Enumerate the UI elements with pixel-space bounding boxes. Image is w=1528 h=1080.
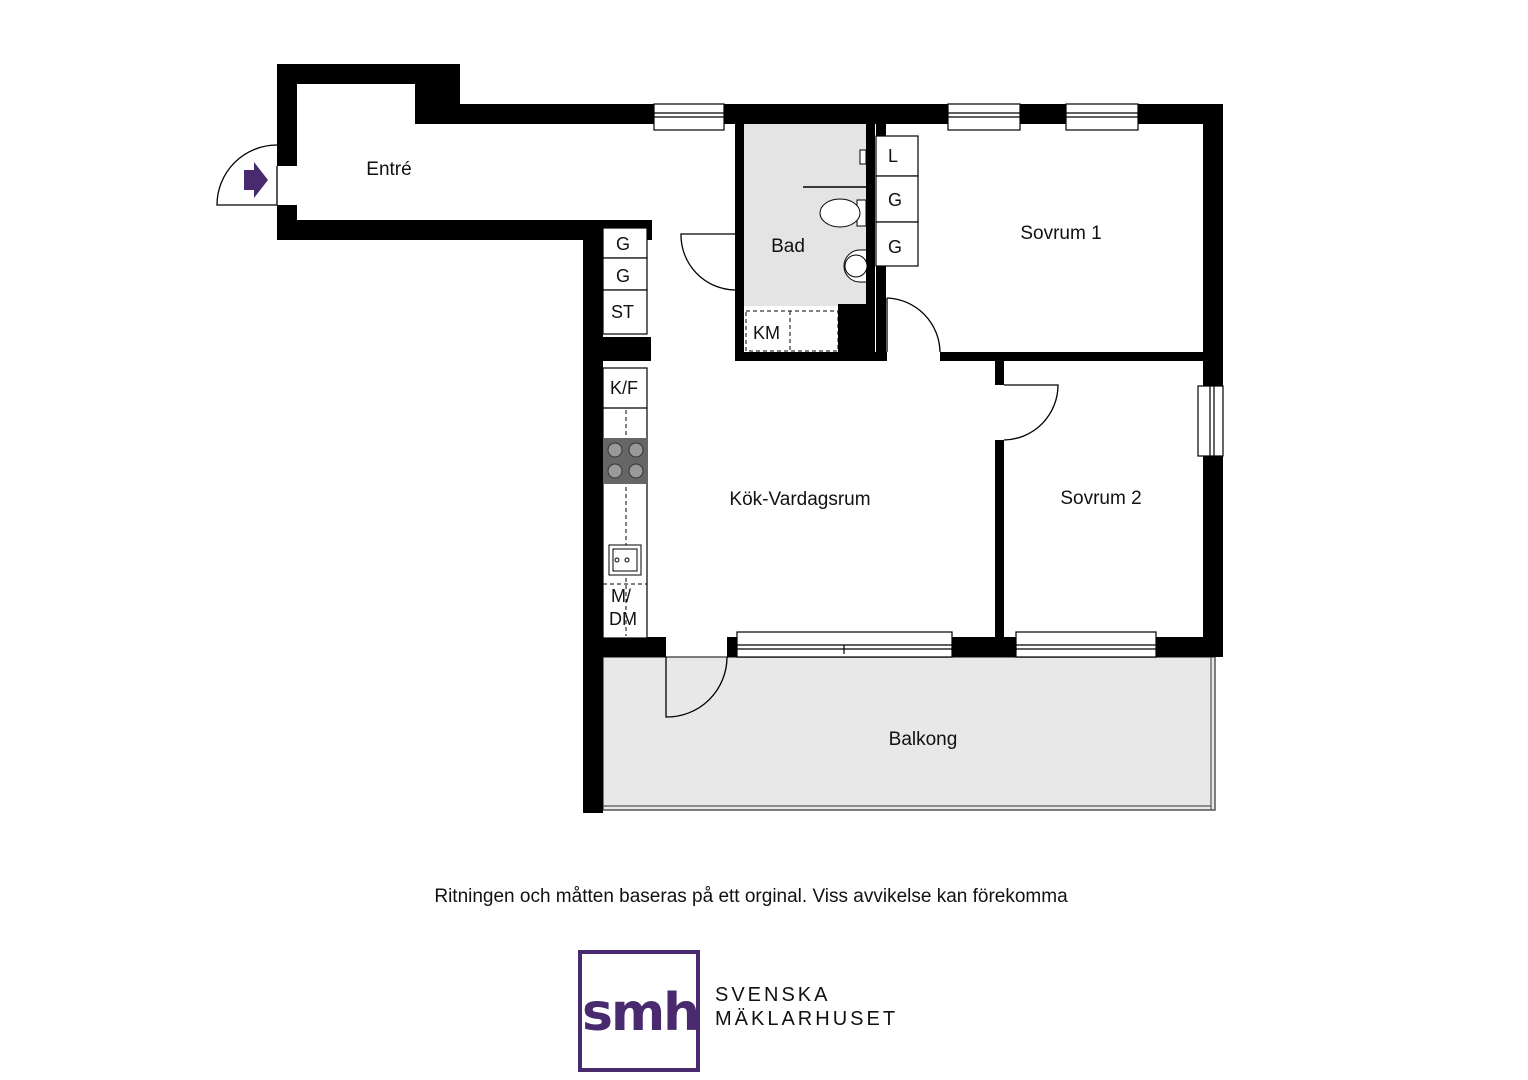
bedroom-wardrobes bbox=[875, 135, 919, 267]
kitchen-counter bbox=[602, 367, 648, 639]
hall-wardrobes bbox=[602, 227, 648, 335]
microwave-dishwasher-1: M/ bbox=[611, 586, 631, 606]
washer-km: KM bbox=[753, 323, 780, 343]
room-balkong: Balkong bbox=[889, 729, 958, 750]
brand-line-1: SVENSKA bbox=[715, 984, 831, 1006]
smh-logo-icon: smh bbox=[578, 950, 700, 1072]
room-kok-vardagsrum: Kök-Vardagsrum bbox=[729, 489, 870, 510]
fridge-freezer-kf: K/F bbox=[610, 378, 638, 398]
doors bbox=[216, 144, 1059, 718]
room-sovrum-2: Sovrum 2 bbox=[1060, 488, 1141, 509]
disclaimer-text: Ritningen och måtten baseras på ett orgi… bbox=[434, 886, 1068, 907]
windows bbox=[653, 103, 1224, 658]
entrance-arrow-icon bbox=[244, 162, 268, 198]
hall-wardrobe-g2: G bbox=[616, 266, 630, 286]
walls bbox=[277, 64, 1223, 813]
washer-area bbox=[745, 310, 839, 352]
hall-wardrobe-g1: G bbox=[616, 234, 630, 254]
brand-line-2: MÄKLARHUSET bbox=[715, 1008, 899, 1030]
stove-icon bbox=[603, 438, 647, 484]
bedroom-wardrobe-g1: G bbox=[888, 190, 902, 210]
bedroom-linen-l: L bbox=[888, 146, 898, 166]
room-bad: Bad bbox=[771, 236, 805, 257]
bedroom-wardrobe-g2: G bbox=[888, 237, 902, 257]
svg-text:smh: smh bbox=[582, 983, 698, 1043]
room-sovrum-1: Sovrum 1 bbox=[1020, 223, 1101, 244]
microwave-dishwasher-2: DM bbox=[609, 609, 637, 629]
room-entre: Entré bbox=[366, 159, 411, 180]
balcony-floor bbox=[603, 657, 1215, 810]
floor-plan: G G ST L G G KM K/F bbox=[216, 64, 1224, 813]
hall-storage-st: ST bbox=[611, 302, 634, 322]
brand-name: SVENSKA MÄKLARHUSET bbox=[715, 983, 898, 1031]
bath-fixtures bbox=[803, 149, 868, 283]
sink-icon bbox=[608, 544, 642, 576]
